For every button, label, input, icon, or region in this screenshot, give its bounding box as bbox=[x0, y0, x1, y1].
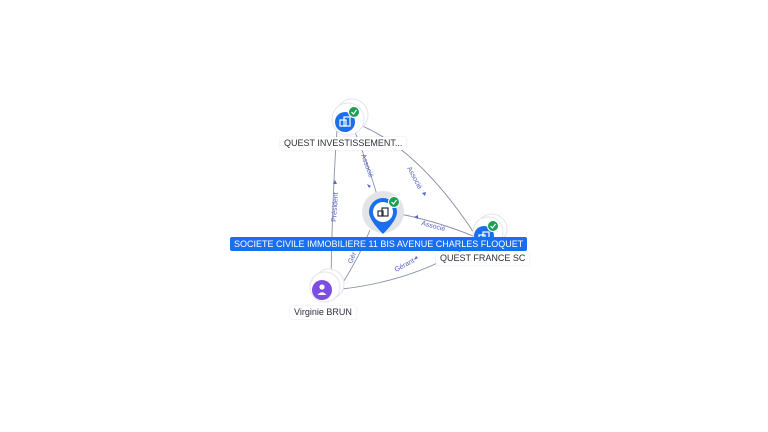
edge-label-associe-3: Associé bbox=[420, 220, 446, 233]
arrow-virginie-france bbox=[414, 256, 418, 260]
edge-label-gerant-short: Gér bbox=[347, 251, 358, 265]
node-label-main-company[interactable]: SOCIETE CIVILE IMMOBILIERE 11 BIS AVENUE… bbox=[230, 237, 528, 251]
node-label-quest-france[interactable]: QUEST FRANCE SC bbox=[436, 252, 530, 265]
node-main-company[interactable] bbox=[362, 191, 404, 234]
node-virginie-brun[interactable] bbox=[309, 268, 345, 303]
edge-label-associe-2: Associé bbox=[405, 166, 423, 191]
edge-france-main bbox=[399, 213, 479, 239]
verified-check-icon bbox=[348, 106, 360, 118]
node-label-virginie-brun[interactable]: Virginie BRUN bbox=[290, 306, 356, 319]
person-icon bbox=[317, 284, 327, 295]
arrow-virginie-invest bbox=[333, 180, 337, 184]
node-quest-investissement[interactable] bbox=[331, 98, 369, 136]
edge-label-gerant: Gérant bbox=[394, 258, 416, 274]
edge-label-president: Président bbox=[331, 192, 340, 222]
node-label-quest-investissement[interactable]: QUEST INVESTISSEMENT... bbox=[280, 137, 407, 150]
edge-invest-france bbox=[359, 124, 477, 237]
verified-check-icon bbox=[487, 220, 499, 232]
edge-label-associe-1: Associé bbox=[359, 153, 374, 179]
verified-check-icon bbox=[388, 196, 400, 208]
arrow-france-main bbox=[414, 215, 418, 219]
building-icon bbox=[377, 207, 389, 217]
building-icon bbox=[339, 116, 351, 127]
arrow-invest-main bbox=[367, 184, 371, 188]
arrow-invest-france bbox=[422, 192, 426, 196]
